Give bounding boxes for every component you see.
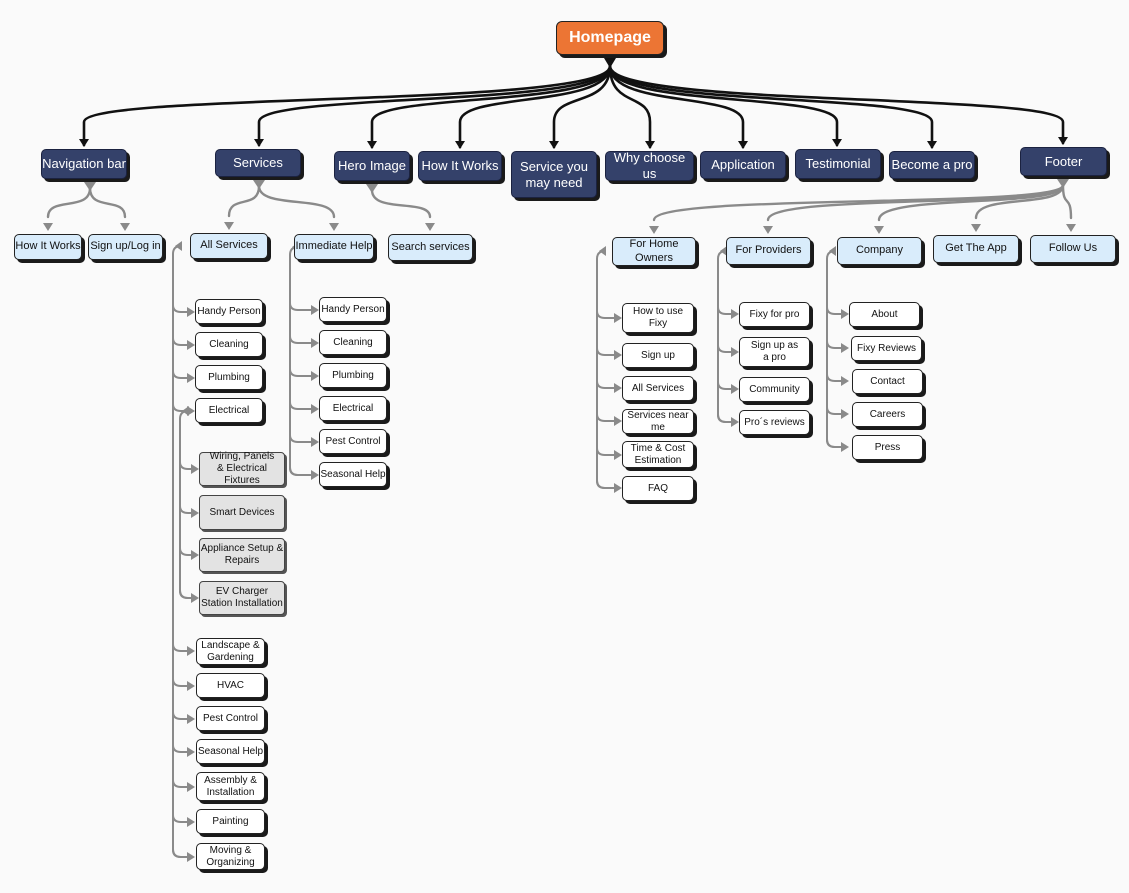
nav-how-it-works-node: How It Works — [14, 234, 82, 260]
ho-all-services-node: All Services — [622, 376, 694, 401]
footer-node: Footer — [1020, 147, 1107, 176]
imm-plumbing-node: Plumbing — [319, 363, 387, 388]
appliance-setup-node: Appliance Setup & Repairs — [199, 538, 285, 572]
all-plumbing-node: Plumbing — [195, 365, 263, 390]
all-services-node: All Services — [190, 233, 268, 259]
all-hvac-node: HVAC — [196, 673, 265, 698]
co-about-node: About — [849, 302, 920, 327]
pr-community-node: Community — [739, 377, 810, 402]
services-node: Services — [215, 149, 301, 177]
become-a-pro-node: Become a pro — [889, 151, 975, 179]
ev-charger-node: EV Charger Station Installation — [199, 581, 285, 615]
all-electrical-node: Electrical — [195, 398, 263, 423]
all-assembly-installation-node: Assembly & Installation — [196, 772, 265, 801]
imm-pest-control-node: Pest Control — [319, 429, 387, 454]
how-it-works-node: How It Works — [418, 151, 502, 181]
co-contact-node: Contact — [852, 369, 923, 394]
smart-devices-node: Smart Devices — [199, 495, 285, 530]
get-the-app-node: Get The App — [933, 235, 1019, 263]
all-landscape-gardening-node: Landscape & Gardening — [196, 638, 265, 665]
imm-handy-person-node: Handy Person — [319, 297, 387, 322]
service-you-may-need-node: Service you may need — [511, 151, 597, 198]
imm-cleaning-node: Cleaning — [319, 330, 387, 355]
ho-sign-up-node: Sign up — [622, 343, 694, 368]
ho-services-near-me-node: Services near me — [622, 409, 694, 434]
application-node: Application — [700, 151, 786, 179]
imm-electrical-node: Electrical — [319, 396, 387, 421]
ho-faq-node: FAQ — [622, 476, 694, 501]
pr-sign-up-as-pro-node: Sign up as a pro — [739, 337, 810, 367]
all-handy-person-node: Handy Person — [195, 299, 263, 324]
immediate-help-node: Immediate Help — [294, 234, 374, 260]
pr-fixy-for-pro-node: Fixy for pro — [739, 302, 810, 327]
ho-time-cost-estimation-node: Time & Cost Estimation — [622, 441, 694, 468]
imm-seasonal-help-node: Seasonal Help — [319, 462, 387, 487]
ho-how-to-use-fixy-node: How to use Fixy — [622, 303, 694, 333]
homepage-node: Homepage — [556, 21, 664, 55]
all-moving-organizing-node: Moving & Organizing — [196, 843, 265, 870]
all-cleaning-node: Cleaning — [195, 332, 263, 357]
testimonial-node: Testimonial — [795, 149, 881, 179]
nav-sign-up-log-in-node: Sign up/Log in — [88, 234, 163, 260]
follow-us-node: Follow Us — [1030, 235, 1116, 263]
all-painting-node: Painting — [196, 809, 265, 834]
navigation-bar-node: Navigation bar — [41, 149, 127, 179]
why-choose-us-node: Why choose us — [605, 150, 694, 181]
company-node: Company — [837, 237, 922, 265]
co-press-node: Press — [852, 435, 923, 460]
co-fixy-reviews-node: Fixy Reviews — [851, 336, 922, 361]
all-seasonal-help-node: Seasonal Help — [196, 739, 265, 764]
all-pest-control-node: Pest Control — [196, 706, 265, 731]
wiring-panels-node: Wiring, Panels & Electrical Fixtures — [199, 451, 285, 486]
hero-image-node: Hero Image — [334, 151, 410, 181]
pr-pros-reviews-node: Pro´s reviews — [739, 410, 810, 435]
for-home-owners-node: For Home Owners — [612, 237, 696, 266]
for-providers-node: For Providers — [726, 237, 811, 265]
search-services-node: Search services — [388, 234, 473, 261]
co-careers-node: Careers — [852, 402, 923, 427]
